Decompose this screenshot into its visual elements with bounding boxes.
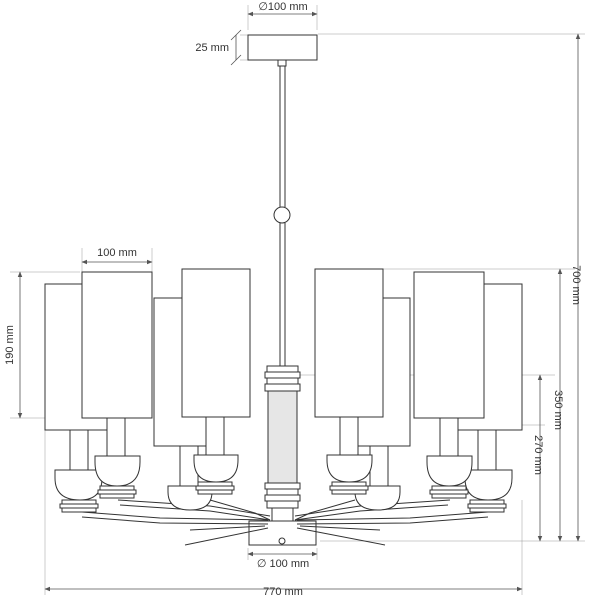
label-body-height: 350 mm (552, 390, 564, 430)
shade-front-center-right (314, 268, 384, 418)
central-column (248, 365, 317, 546)
shade-front-right (413, 271, 485, 419)
back-holders (54, 429, 513, 513)
front-holders (94, 416, 473, 499)
label-total-height: 700 mm (570, 265, 582, 305)
label-shade-height: 190 mm (4, 325, 16, 365)
label-canopy-diameter: ∅100 mm (258, 1, 307, 13)
shade-front-center-left (181, 268, 251, 418)
shade-front-left (81, 271, 153, 419)
arms (81, 499, 489, 546)
label-bottom-diameter: ∅ 100 mm (257, 558, 309, 570)
canopy-and-rod (247, 34, 318, 366)
label-total-width: 770 mm (263, 586, 303, 598)
label-canopy-height: 25 mm (195, 42, 229, 54)
dimension-lines (17, 11, 581, 592)
label-shade-width: 100 mm (97, 247, 137, 259)
dimension-labels: ∅100 mm 25 mm 100 mm 190 mm 700 mm 350 m… (4, 1, 582, 598)
label-lower-height: 270 mm (532, 435, 544, 475)
